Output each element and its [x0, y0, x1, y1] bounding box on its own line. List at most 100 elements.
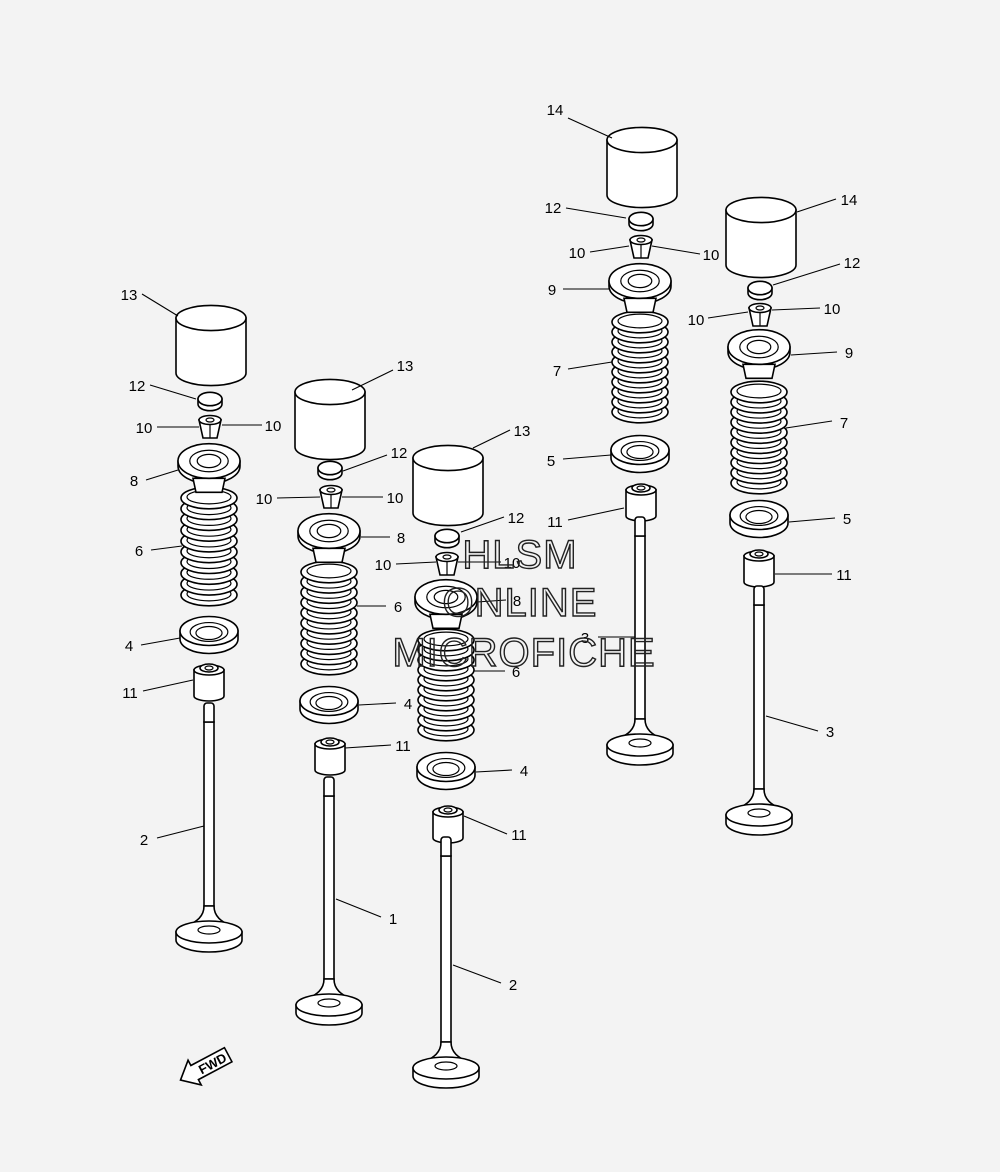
callout-label: 10 — [375, 557, 392, 574]
callout-label: 10 — [136, 420, 153, 437]
callout-label: 13 — [121, 287, 138, 304]
bucket-top — [606, 126, 678, 154]
leader-line — [140, 637, 181, 646]
valve-head-face — [175, 920, 243, 944]
callout-label: 14 — [841, 192, 858, 209]
leader-line — [651, 245, 701, 255]
leader-line — [567, 117, 613, 139]
leader-line — [785, 420, 833, 429]
adjusting-pad-d — [628, 211, 654, 232]
valve-fillet — [747, 808, 771, 818]
seal-hole — [204, 665, 214, 671]
spring-coil-inner — [736, 383, 782, 399]
cotter-hole — [755, 305, 765, 311]
cotter-top — [748, 302, 772, 314]
arrow-shape-icon — [179, 1046, 234, 1087]
watermark-line-1: HLSM — [462, 533, 577, 577]
leader-line — [589, 245, 630, 253]
retainer-inner — [309, 519, 349, 543]
bucket-body — [412, 457, 484, 527]
bucket-top — [294, 378, 366, 406]
callout-label: 8 — [513, 593, 521, 610]
leader-line — [771, 307, 821, 311]
retainer-top — [177, 442, 241, 480]
retainer-boss — [623, 297, 657, 314]
retainer-hole — [627, 273, 653, 289]
valve-spring-e — [730, 380, 788, 495]
shim-top — [747, 280, 773, 296]
leader-line — [475, 769, 513, 773]
leader-line — [567, 507, 625, 521]
seal-lip — [438, 805, 458, 815]
retainer-top — [727, 328, 791, 366]
valve-retainer-b — [297, 512, 361, 564]
watermark: HLSM ONLINE MICROFICHE — [392, 532, 656, 675]
valve-tip — [634, 516, 646, 537]
adjusting-pad-e — [747, 280, 773, 301]
retainer-hole — [196, 453, 222, 469]
leader-line — [796, 198, 837, 213]
valve-e — [725, 596, 793, 836]
callout-label: 10 — [265, 418, 282, 435]
seal-hole — [325, 739, 335, 745]
valve-head-face — [412, 1056, 480, 1080]
adjusting-pad-c — [434, 528, 460, 549]
valve-fillet — [628, 738, 652, 748]
cotter-top — [198, 414, 222, 426]
valve-spring-c — [417, 628, 475, 742]
callout-label: 10 — [688, 312, 705, 329]
leader-line — [567, 361, 613, 370]
adjusting-pad-left — [197, 391, 223, 412]
seat-hole — [745, 509, 773, 525]
seat-inner — [426, 757, 466, 779]
spring-seat-d — [610, 434, 670, 474]
seal-hole — [443, 807, 453, 813]
valve-fillet — [197, 925, 221, 935]
callout-label: 10 — [504, 555, 521, 572]
spring-coil — [730, 380, 788, 404]
leader-line — [790, 351, 838, 356]
cotter-top — [319, 484, 343, 496]
valve-spring-left — [180, 486, 238, 607]
callout-label: 8 — [397, 530, 405, 547]
adjusting-pad-b — [317, 460, 343, 481]
valve-head-face — [606, 733, 674, 757]
retainer-inner — [739, 335, 779, 359]
bucket-body — [175, 317, 247, 387]
valve-d — [606, 527, 674, 766]
seat-inner — [189, 621, 229, 643]
cotter-hole — [205, 417, 215, 423]
bucket-body — [294, 391, 366, 461]
callout-label: 10 — [387, 490, 404, 507]
callout-label: 12 — [545, 200, 562, 217]
retainer-boss — [192, 477, 226, 494]
valve-fillet — [434, 1061, 458, 1071]
valve-spring-b — [300, 560, 358, 676]
valve-lifter-b — [294, 378, 366, 461]
watermark-line-2: ONLINE — [443, 581, 598, 625]
valve-cotter-d — [629, 234, 653, 259]
callout-label: 10 — [569, 245, 586, 262]
cotter-hole — [442, 554, 452, 560]
valve-tip — [753, 585, 765, 606]
leader-line — [335, 898, 382, 918]
spring-coil-inner — [423, 631, 469, 647]
valve-retainer-left — [177, 442, 241, 494]
leader-line — [149, 384, 197, 400]
callout-label: 11 — [122, 685, 138, 702]
callout-label: 6 — [512, 664, 520, 681]
seat-inner — [739, 505, 779, 527]
seat-inner — [309, 691, 349, 713]
callout-label: 11 — [836, 567, 852, 584]
callout-label: 2 — [140, 832, 148, 849]
callout-label: 10 — [256, 491, 273, 508]
retainer-top — [414, 578, 478, 616]
callout-label: 2 — [509, 977, 517, 994]
callout-label: 11 — [547, 514, 563, 531]
cotter-hole — [326, 487, 336, 493]
callout-label: 12 — [391, 445, 408, 462]
leader-line — [150, 545, 183, 551]
leader-line — [565, 207, 627, 219]
leader-line — [395, 561, 437, 565]
